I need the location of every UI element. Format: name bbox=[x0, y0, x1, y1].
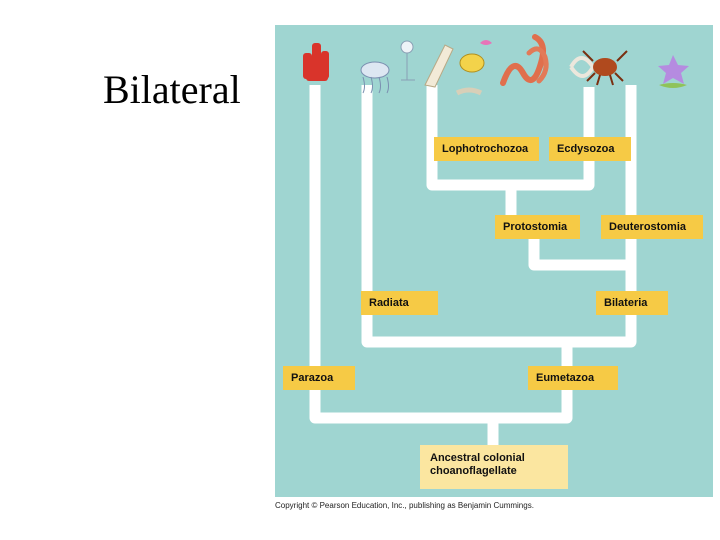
cnidarian-icon bbox=[360, 40, 415, 94]
branch-radiata-bilateria bbox=[361, 87, 637, 348]
animal-icons bbox=[303, 34, 689, 96]
clade-label-parazoa: Parazoa bbox=[283, 366, 355, 390]
tree-branches bbox=[309, 85, 679, 450]
root-ancestor-line2: choanoflagellate bbox=[430, 465, 517, 477]
annelid-icon bbox=[500, 34, 549, 86]
clade-label-radiata: Radiata bbox=[361, 291, 438, 315]
clade-label-ecdysozoa: Ecdysozoa bbox=[549, 137, 631, 161]
root-ancestor-line1: Ancestral colonial bbox=[430, 452, 525, 464]
copyright-credit: Copyright © Pearson Education, Inc., pub… bbox=[275, 501, 534, 510]
clade-label-protostomia: Protostomia bbox=[495, 215, 580, 239]
phylogenetic-tree-figure: Lophotrochozoa Ecdysozoa Protostomia Deu… bbox=[275, 25, 713, 497]
arthropod-icon bbox=[569, 50, 628, 86]
branch-parazoa-eumetazoa bbox=[309, 85, 573, 424]
sponge-icon bbox=[303, 43, 329, 81]
root-ancestor-label: Ancestral colonial choanoflagellate bbox=[420, 445, 568, 489]
clade-label-eumetazoa: Eumetazoa bbox=[528, 366, 618, 390]
clade-label-bilateria: Bilateria bbox=[596, 291, 668, 315]
branch-protostomia-deuterostomia bbox=[528, 85, 637, 271]
clade-label-lophotrochozoa: Lophotrochozoa bbox=[434, 137, 539, 161]
echinoderm-icon bbox=[658, 55, 689, 88]
clade-label-deuterostomia: Deuterostomia bbox=[601, 215, 703, 239]
slide-title: Bilateral bbox=[103, 67, 241, 112]
mollusc-icon bbox=[424, 40, 492, 96]
